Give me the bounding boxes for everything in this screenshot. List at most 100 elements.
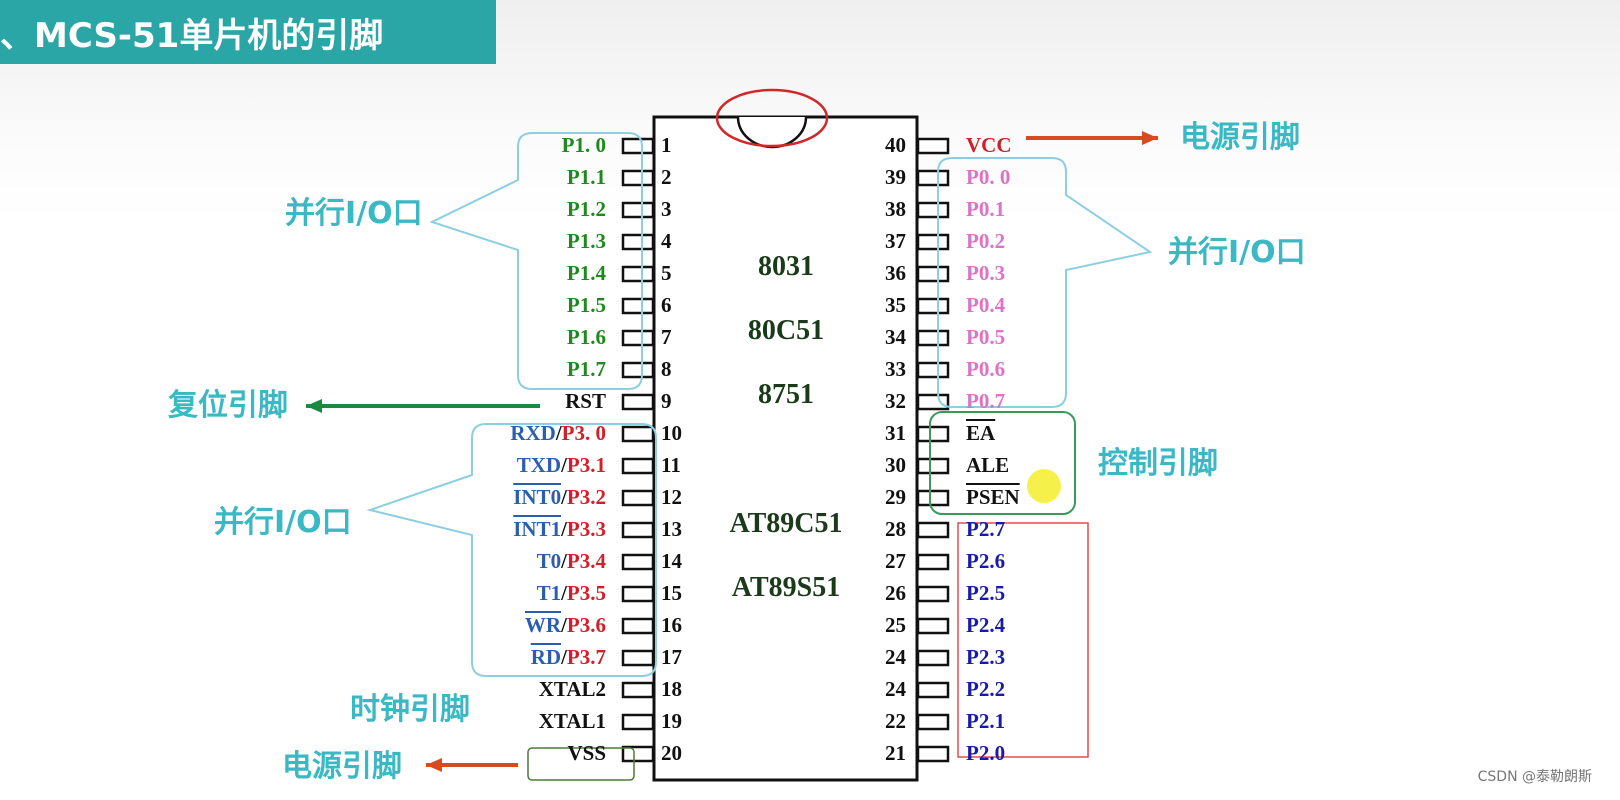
pin-stub-left <box>621 521 655 539</box>
pin-label: P1.7 <box>567 359 606 380</box>
pin-stub-left <box>621 489 655 507</box>
pin-name: P1.4 <box>566 261 606 285</box>
pin-stub-left <box>621 457 655 475</box>
pin-label: P1.2 <box>567 199 606 220</box>
pin-name: EA <box>966 421 996 445</box>
cursor-highlight <box>1027 469 1061 503</box>
pin-name: RST <box>565 389 606 413</box>
pin-label: P1.3 <box>567 231 606 252</box>
pin-name: P2.4 <box>966 613 1006 637</box>
pin-label: T0/P3.4 <box>537 551 606 572</box>
pin-label: XTAL1 <box>539 711 606 732</box>
page-title: 、MCS-51单片机的引脚 <box>0 16 384 56</box>
pin-stub-left <box>621 681 655 699</box>
pin-name: P1.3 <box>566 229 606 253</box>
pin-number: 9 <box>661 389 672 413</box>
chip-model-name: AT89S51 <box>731 572 841 603</box>
pin-stub-right <box>916 169 950 187</box>
pin-name: P3.7 <box>566 645 606 669</box>
arrow-vcc-head <box>1142 131 1158 145</box>
pin-number: 4 <box>661 229 672 253</box>
pin-stub-right <box>916 329 950 347</box>
notch-highlight <box>715 88 829 148</box>
pin-number: 16 <box>661 613 682 637</box>
pin-label: P1. 0 <box>562 135 606 156</box>
pin-number: 24 <box>885 677 906 701</box>
pin-stub-left <box>621 361 655 379</box>
pin-name: P2.2 <box>966 677 1006 701</box>
chip-body <box>652 115 919 782</box>
callout-p3 <box>366 423 657 677</box>
pin-number: 18 <box>661 677 682 701</box>
annotation-parallel-io-p0: 并行I/O口 <box>1168 235 1306 270</box>
pin-separator: / <box>561 453 567 477</box>
watermark: CSDN @泰勒朗斯 <box>1477 769 1592 785</box>
callout-p0 <box>937 157 1153 408</box>
pin-stub-right <box>916 521 950 539</box>
pin-stub-right <box>916 297 950 315</box>
pin-stub-right <box>916 617 950 635</box>
pin-name: P2.3 <box>966 645 1006 669</box>
pin-name: P3.6 <box>566 613 606 637</box>
pin-number: 21 <box>885 741 906 765</box>
pin-separator: / <box>561 517 567 541</box>
pin-name: P2.5 <box>966 581 1006 605</box>
pin-number: 24 <box>885 645 906 669</box>
pin-stub-right <box>916 649 950 667</box>
annotation-power-bottom: 电源引脚 <box>282 749 402 784</box>
pin-name: P3.4 <box>566 549 606 573</box>
pin-stub-right <box>916 361 950 379</box>
pin-number: 8 <box>661 357 672 381</box>
pin-name: PSEN <box>966 485 1020 509</box>
pin-separator: / <box>561 549 567 573</box>
pin-number: 12 <box>661 485 682 509</box>
pin-number: 17 <box>661 645 682 669</box>
pin-stub-left <box>621 745 655 763</box>
pin-label: RD/P3.7 <box>531 647 606 668</box>
pin-stub-left <box>621 585 655 603</box>
pin-number: 34 <box>885 325 906 349</box>
pin-alt-function: INT0 <box>513 485 562 509</box>
pin-number: 32 <box>885 389 906 413</box>
pin-name: P0.2 <box>966 229 1006 253</box>
pin-number: 10 <box>661 421 682 445</box>
pin-stub-right <box>916 425 950 443</box>
pin-stub-right <box>916 681 950 699</box>
pin-stub-right <box>916 457 950 475</box>
pin-name: P0.6 <box>966 357 1006 381</box>
pin-stub-left <box>621 553 655 571</box>
pin-name: XTAL1 <box>538 709 606 733</box>
pin-stub-right <box>916 233 950 251</box>
pin-number: 27 <box>885 549 906 573</box>
chip-model-name: 8751 <box>758 379 814 410</box>
pin-name: P3.1 <box>566 453 606 477</box>
pin-name: P0. 0 <box>966 165 1011 189</box>
pin-name: P1.7 <box>566 357 606 381</box>
pin-number: 40 <box>885 133 906 157</box>
pin-number: 7 <box>661 325 672 349</box>
pin-stub-right <box>916 393 950 411</box>
pin-stub-left <box>621 233 655 251</box>
pin-name: P3.3 <box>566 517 606 541</box>
annotation-control: 控制引脚 <box>1098 446 1218 481</box>
pin-name: P1.2 <box>566 197 606 221</box>
pin-number: 33 <box>885 357 906 381</box>
pin-name: P1.1 <box>566 165 606 189</box>
arrow-vss-head <box>426 758 442 772</box>
pin-label: P1.5 <box>567 295 606 316</box>
pin-alt-function: T0 <box>536 549 562 573</box>
pin-name: P3. 0 <box>561 421 606 445</box>
pin-number: 13 <box>661 517 682 541</box>
pin-number: 29 <box>885 485 906 509</box>
pin-number: 6 <box>661 293 672 317</box>
pin-alt-function: WR <box>524 613 562 637</box>
pin-number: 26 <box>885 581 906 605</box>
pin-number: 28 <box>885 517 906 541</box>
pin-label: RST <box>565 391 606 412</box>
pin-stub-right <box>916 137 950 155</box>
p2-highlight-box <box>957 522 1089 758</box>
pin-separator: / <box>561 645 567 669</box>
annotation-parallel-io-p1: 并行I/O口 <box>285 196 423 231</box>
pin-number: 1 <box>661 133 672 157</box>
